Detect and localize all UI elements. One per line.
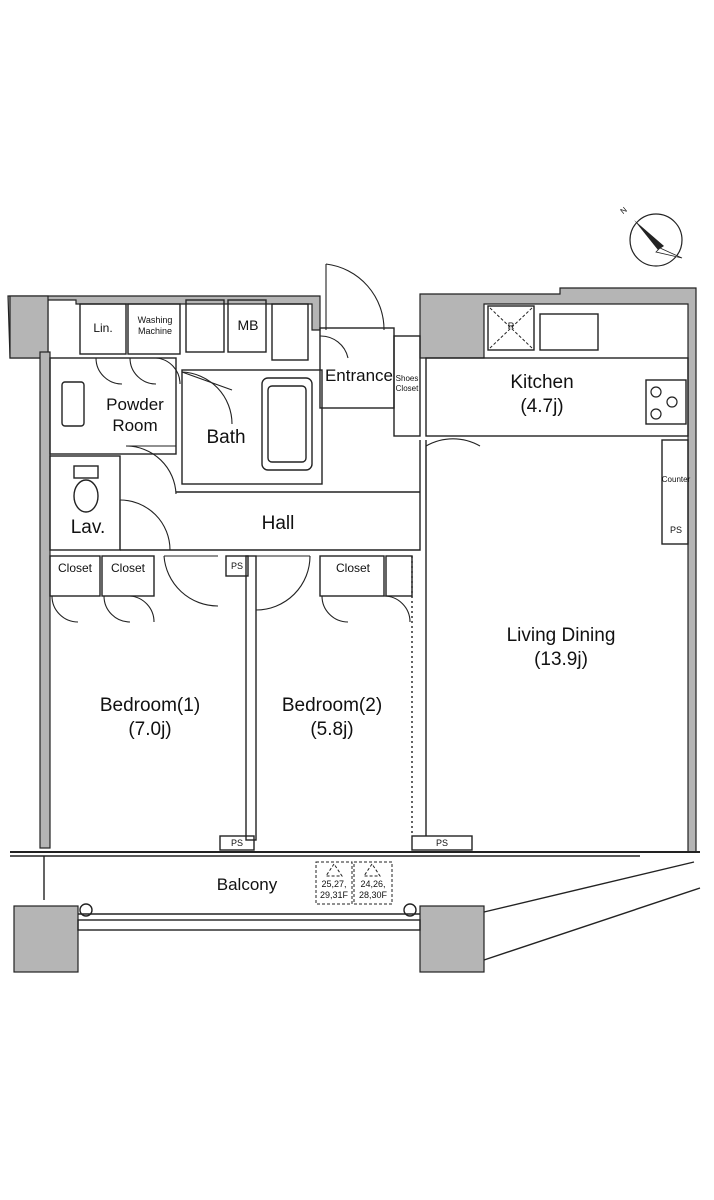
entrance-label: Entrance bbox=[324, 366, 394, 385]
evac-hatch-2-line2: 28,30F bbox=[358, 890, 388, 901]
bedroom2-size: (5.8j) bbox=[310, 718, 354, 740]
powder-room-line1: Powder bbox=[106, 395, 164, 414]
shoes-closet-line2: Closet bbox=[395, 384, 419, 393]
washing-machine-line1: Washing bbox=[137, 315, 173, 325]
living-dining-size: (13.9j) bbox=[534, 648, 588, 670]
bedroom1-name: Bedroom(1) bbox=[99, 695, 201, 716]
ps-label-4: PS bbox=[435, 838, 448, 848]
kitchen-label: Kitchen (4.7j) bbox=[494, 371, 590, 419]
exterior-walls bbox=[7, 287, 697, 973]
closet-left-a-label: Closet bbox=[57, 561, 92, 575]
evac-hatch-2-label: 24,26, 28,30F bbox=[353, 879, 393, 902]
interior-walls bbox=[10, 299, 701, 961]
stove-burners bbox=[650, 386, 678, 420]
washing-machine-label: Washing Machine bbox=[130, 315, 180, 338]
bath-label: Bath bbox=[206, 427, 246, 448]
living-dining-label: Living Dining (13.9j) bbox=[486, 624, 636, 672]
kitchen-name: Kitchen bbox=[510, 372, 574, 393]
closet-bedroom2-label: Closet bbox=[335, 561, 370, 575]
balcony-label: Balcony bbox=[216, 875, 278, 894]
lav-label: Lav. bbox=[70, 517, 106, 538]
closet-left-b-label: Closet bbox=[110, 561, 145, 575]
evac-hatch-1-label: 25,27, 29,31F bbox=[314, 879, 354, 902]
bedroom1-size: (7.0j) bbox=[128, 718, 172, 740]
ps-label-3: PS bbox=[230, 838, 243, 848]
compass-north-arrow-icon bbox=[629, 213, 683, 267]
hall-label: Hall bbox=[261, 513, 295, 534]
bedroom2-name: Bedroom(2) bbox=[281, 695, 383, 716]
lin-label: Lin. bbox=[93, 321, 113, 335]
evac-hatch-1-line1: 25,27, bbox=[321, 879, 347, 889]
evac-hatch-1-line2: 29,31F bbox=[319, 890, 349, 901]
bedroom2-label: Bedroom(2) (5.8j) bbox=[264, 694, 400, 742]
evac-hatch-2-line1: 24,26, bbox=[360, 879, 386, 889]
washing-machine-line2: Machine bbox=[137, 326, 173, 337]
powder-room-line2: Room bbox=[112, 416, 158, 436]
bedroom1-label: Bedroom(1) (7.0j) bbox=[80, 694, 220, 742]
shoes-closet-label: Shoes Closet bbox=[393, 374, 421, 394]
evac-hatches bbox=[315, 861, 393, 905]
refrigerator-label: R bbox=[507, 321, 515, 331]
ps-label-2: PS bbox=[669, 525, 682, 535]
ps-label-1: PS bbox=[230, 561, 243, 571]
shoes-closet-line1: Shoes bbox=[395, 374, 419, 383]
doors bbox=[51, 263, 481, 623]
kitchen-size: (4.7j) bbox=[520, 395, 564, 417]
mb-label: MB bbox=[237, 317, 259, 333]
powder-room-label: Powder Room bbox=[88, 394, 182, 437]
counter-label: Counter bbox=[661, 475, 691, 484]
living-dining-name: Living Dining bbox=[506, 625, 616, 646]
